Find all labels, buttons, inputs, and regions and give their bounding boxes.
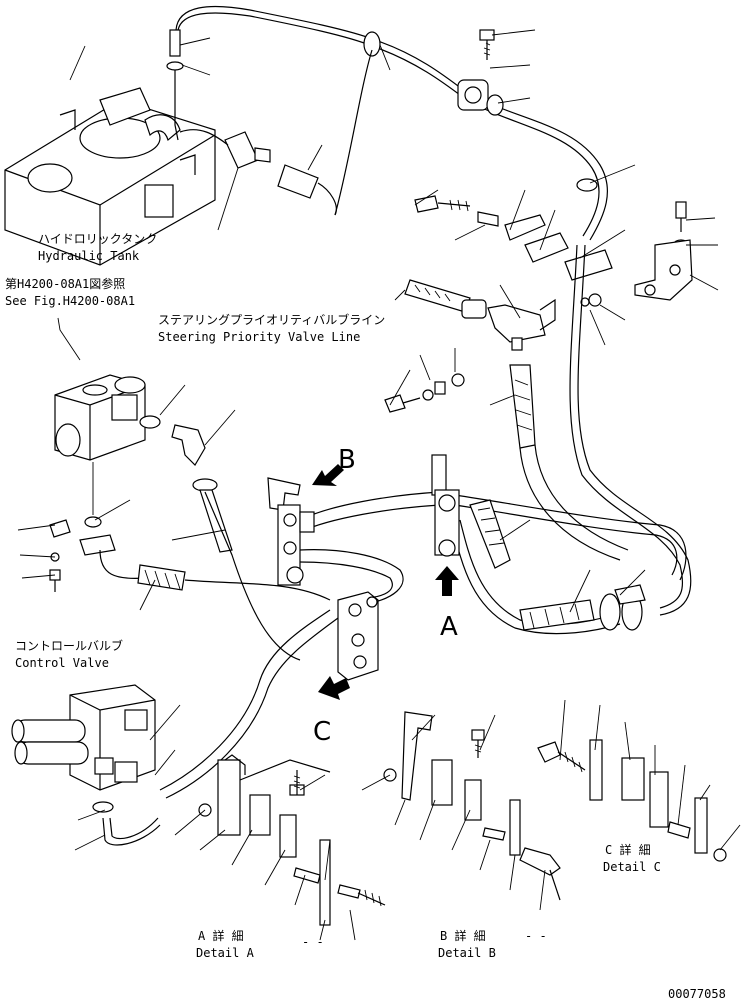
steering-line-label-jp: ステアリングプライオリティバルブライン — [158, 312, 385, 327]
text-labels: ハイドロリックタンク Hydraulic Tank 第H4200-08A1図参照… — [5, 232, 726, 1001]
detail-b-label-jp: B 詳 細 — [440, 928, 486, 943]
detail-a-parts — [198, 754, 386, 926]
arrow-a-icon — [435, 566, 459, 596]
clamp-assembly-b — [267, 477, 315, 586]
detail-c-label-jp: C 詳 細 — [605, 842, 651, 857]
upper-return-line — [175, 5, 608, 241]
valve-hoses — [79, 364, 629, 661]
valve-block — [54, 374, 161, 528]
elbow-fitting — [171, 424, 218, 492]
view-label-c: C — [313, 717, 331, 747]
view-label-a: A — [440, 612, 458, 642]
view-arrows — [312, 464, 459, 700]
right-bracket — [580, 201, 693, 307]
hydraulic-tank — [4, 87, 216, 266]
control-valve-label-jp: コントロールバルブ — [15, 638, 123, 653]
arrow-b-icon — [312, 464, 344, 486]
drawing-number: 00077058 — [668, 987, 726, 1001]
detail-b-label-en: Detail B — [438, 946, 496, 960]
hydraulic-tank-label-jp: ハイドロリックタンク — [38, 232, 157, 246]
control-valve-label-en: Control Valve — [15, 656, 109, 670]
control-valve — [11, 684, 161, 846]
hydraulic-tank-label-en: Hydraulic Tank — [38, 249, 140, 263]
steering-line-parts — [404, 195, 613, 351]
steering-bolts — [384, 373, 465, 413]
detail-b-dash: - - — [525, 929, 547, 943]
tank-return-fittings — [166, 29, 337, 216]
clamp-assembly-a — [431, 454, 511, 569]
see-fig-label-jp: 第H4200-08A1図参照 — [5, 276, 125, 291]
detail-b-parts — [383, 711, 561, 901]
detail-a-dash: - - — [302, 935, 324, 949]
top-bolt — [479, 29, 495, 60]
valve-small-parts — [49, 519, 71, 592]
arrow-c-icon — [318, 676, 350, 700]
detail-a-label-en: Detail A — [196, 946, 255, 960]
leader-lines — [17, 29, 741, 941]
detail-c-label-en: Detail C — [603, 860, 661, 874]
see-fig-label-en: See Fig.H4200-08A1 — [5, 294, 135, 308]
clamp-assembly-c — [337, 591, 379, 681]
steering-line-label-en: Steering Priority Valve Line — [158, 330, 360, 344]
detail-a-label-jp: A 詳 細 — [198, 928, 244, 943]
view-label-b: B — [338, 445, 356, 475]
right-hose-clamps — [519, 584, 646, 631]
